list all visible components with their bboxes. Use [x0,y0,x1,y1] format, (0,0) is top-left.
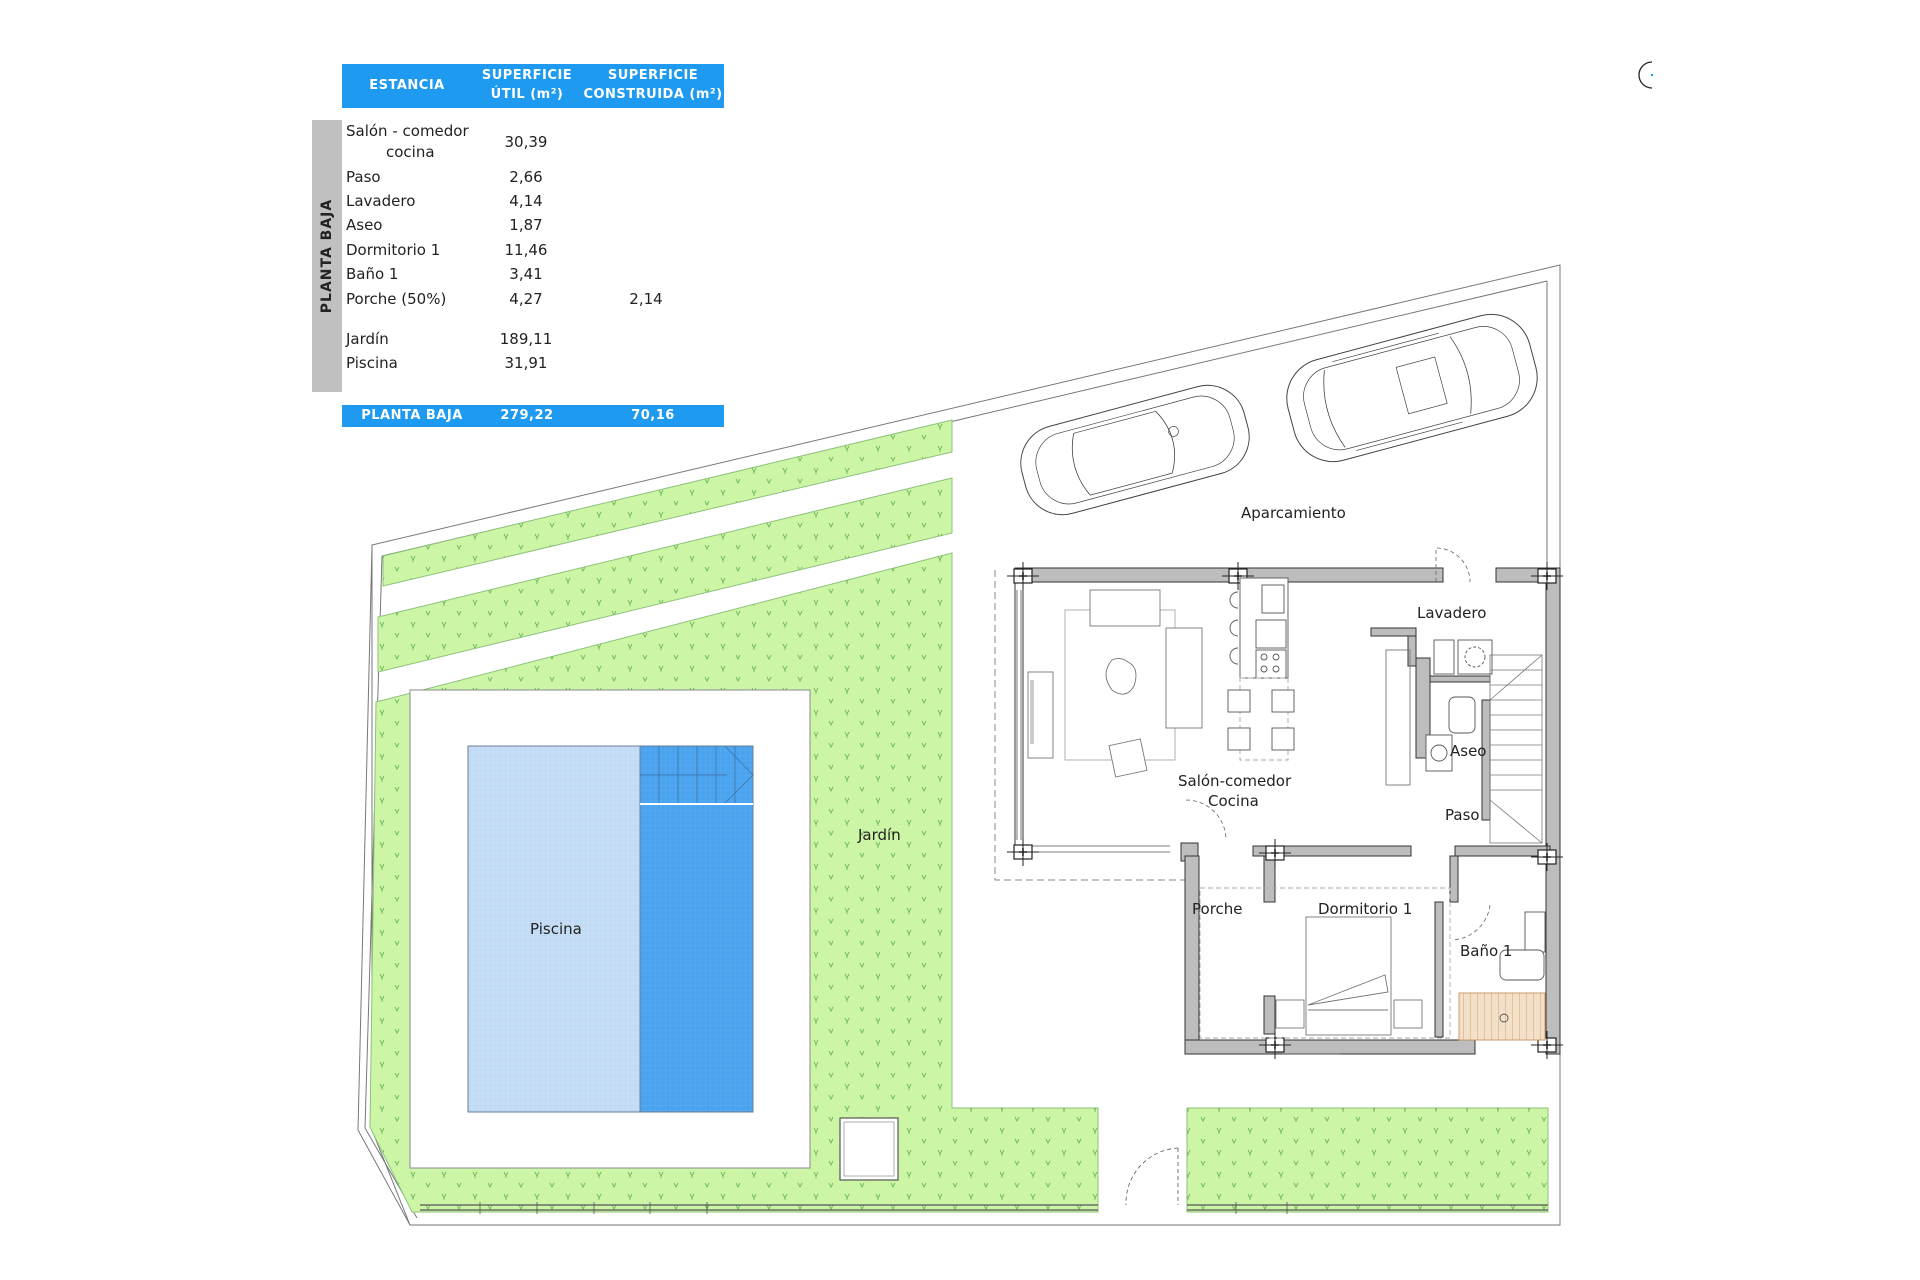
sink-icon [1261,584,1285,614]
row-name: Dormitorio 1 [346,241,441,259]
label-aparcamiento: Aparcamiento [1241,504,1346,522]
row-name: Paso [346,168,381,186]
toilet-icon [1448,696,1476,734]
row-util: 2,66 [509,168,543,186]
row-util: 11,46 [504,241,548,259]
label-jardin: Jardín [858,826,901,844]
armchair-icon [1108,738,1148,778]
label-lavadero: Lavadero [1417,604,1487,622]
coffee-table-icon [1105,657,1137,695]
bathroom-fixtures [1458,911,1546,1041]
label-cocina: Cocina [1208,792,1259,810]
dining-chair-icon [1227,689,1251,713]
row-name: cocina [386,143,435,161]
table-row: Lavadero 4,14 [346,192,726,214]
table-row: Aseo 1,87 [346,216,726,238]
section-label-bar: PLANTA BAJA [312,120,342,392]
total-cons: 70,16 [631,408,675,423]
row-name: Salón - comedor [346,122,469,140]
header-util-line2: ÚTIL (m²) [490,87,564,102]
nightstand-icon [1393,999,1423,1029]
header-cons-line2: CONSTRUIDA (m²) [583,87,723,102]
header-cons-line1: SUPERFICIE [607,68,699,83]
sofa-icon [1089,589,1161,627]
toilet-icon [1499,949,1545,981]
row-name: Baño 1 [346,265,399,283]
dining-chair-icon [1271,727,1295,751]
table-header: ESTANCIA SUPERFICIE ÚTIL (m²) SUPERFICIE… [342,64,724,108]
sofa-icon [1165,627,1203,729]
row-util: 31,91 [504,354,548,372]
table-row: Baño 1 3,41 [346,265,726,287]
living-room-furniture [1027,589,1203,778]
door-swing-icon [1451,904,1491,941]
label-bano: Baño 1 [1460,942,1513,960]
total-label: PLANTA BAJA [361,408,463,423]
table-row: Piscina 31,91 [346,354,726,376]
stairs-icon [1489,654,1543,844]
header-util-line1: SUPERFICIE [481,68,573,83]
row-util: 1,87 [509,216,543,234]
porch-outline [994,570,1186,1040]
label-salon: Salón-comedor [1178,772,1292,790]
total-util: 279,22 [500,408,554,423]
bottom-fence [420,1202,1548,1214]
header-estancia: ESTANCIA [369,78,445,93]
row-name: Lavadero [346,192,416,210]
column-marker-icon [1258,1030,1292,1060]
water-heater-icon [1433,639,1455,675]
row-name: Porche (50%) [346,290,447,308]
shower-tray-icon [1458,992,1546,1041]
washing-machine-icon [1457,639,1493,675]
total-row: PLANTA BAJA 279,22 70,16 [342,405,724,427]
dining-chair-icon [1271,689,1295,713]
north-compass-icon [1638,61,1654,89]
column-marker-icon [1006,837,1040,867]
row-util: 4,27 [509,290,543,308]
utility-fixtures [1385,639,1493,786]
row-util: 4,14 [509,192,543,210]
stove-icon [1255,649,1287,679]
table-row: Paso 2,66 [346,168,726,190]
gate-door-swing-icon [1125,1147,1179,1206]
row-util: 189,11 [499,330,553,348]
label-paso: Paso [1445,806,1480,824]
car-icon [1286,313,1538,463]
label-piscina: Piscina [530,920,582,938]
label-aseo: Aseo [1450,742,1487,760]
sink-icon [1425,734,1453,772]
bar-stool-icon [1229,591,1239,665]
bedroom-furniture [1199,887,1451,1039]
table-row: Porche (50%) 4,27 2,14 [346,290,726,312]
bed-icon [1305,916,1392,1036]
row-name: Piscina [346,354,398,372]
table-row: Salón - comedor cocina 30,39 [346,122,726,164]
row-name: Aseo [346,216,383,234]
window [1016,590,1340,1055]
row-name: Jardín [346,330,389,348]
label-dormitorio: Dormitorio 1 [1318,900,1413,918]
label-porche: Porche [1192,900,1243,918]
kitchen [1227,577,1295,761]
sink-icon [1524,911,1546,953]
table-row: Dormitorio 1 11,46 [346,241,726,263]
door-swing-icon [1185,799,1227,841]
pool-stairs-icon [640,745,754,804]
table-row: Jardín 189,11 [346,330,726,352]
row-cons: 2,14 [629,290,663,308]
dining-chair-icon [1227,727,1251,751]
nightstand-icon [1275,999,1305,1029]
skimmer-box [839,1117,899,1181]
oven-icon [1255,619,1287,649]
row-util: 3,41 [509,265,543,283]
car-icon [1020,384,1250,516]
column-marker-icon [1006,561,1040,591]
row-util: 30,39 [504,133,548,151]
door-swing-icon [1435,547,1471,583]
house-walls [1014,567,1561,1055]
pool [467,745,754,1113]
